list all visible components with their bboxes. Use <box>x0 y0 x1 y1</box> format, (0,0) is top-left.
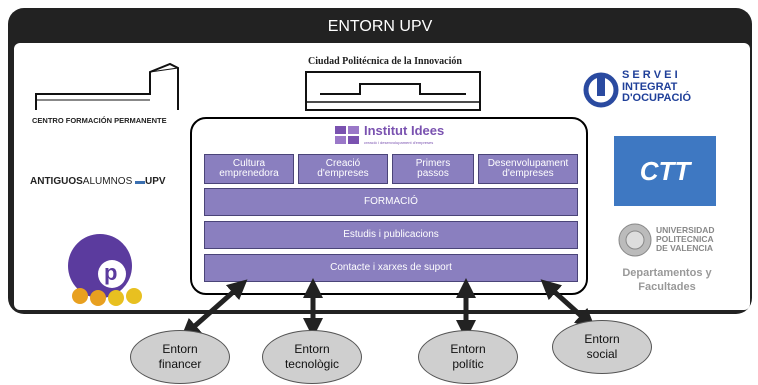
centro-label: CENTRO FORMACIÓN PERMANENTE <box>32 116 167 125</box>
row-contacte: Contacte i xarxes de suport <box>204 254 578 282</box>
institut-word-1: Institut <box>364 123 408 138</box>
univ-line-1: UNIVERSIDAD <box>656 225 715 235</box>
puzzle-icon <box>335 126 359 144</box>
institut-title: Institut Idees <box>364 123 444 138</box>
ellipse-line: tecnològic <box>284 357 340 371</box>
antiguos-logo: ANTIGUOSALUMNOS ▬UPV <box>30 176 166 187</box>
servei-label: S E R V E I INTEGRAT D'OCUPACIÓ <box>622 69 692 105</box>
university-label: UNIVERSIDAD POLITECNICA DE VALENCIA <box>656 226 715 253</box>
row-estudis: Estudis i publicacions <box>204 221 578 249</box>
ellipse-line: Entorn <box>162 342 198 356</box>
institut-subtitle: creació i desenvolupament d'empreses <box>364 140 434 145</box>
area-line: d'empreses <box>317 168 369 179</box>
deps-line-2: Facultades <box>638 281 696 294</box>
area-line: passos <box>417 168 449 179</box>
ctt-logo: CTT <box>614 136 716 206</box>
ellipse-line: social <box>586 347 618 361</box>
institut-word-2: Idees <box>410 123 445 138</box>
ctt-text: CTT <box>639 155 691 186</box>
area-line: Desenvolupament <box>487 157 569 169</box>
antiguos-text-b: ALUMNOS <box>82 176 133 187</box>
servei-line-1: S E R V E I <box>622 69 678 81</box>
ciudad-building-icon <box>305 71 481 111</box>
servei-line-2: INTEGRAT <box>622 80 678 93</box>
area-line: Cultura <box>232 157 266 169</box>
area-line: emprenedora <box>219 168 279 179</box>
frame-title: ENTORN UPV <box>327 18 433 35</box>
departamentos-label: Departamentos y Facultades <box>612 266 722 295</box>
upo-circles-icon: p <box>68 234 142 306</box>
upv-flag-icon: ▬ <box>135 176 146 187</box>
deps-line-1: Departamentos y <box>622 267 712 279</box>
arrow-financer <box>180 279 248 339</box>
area-line: d'empreses <box>502 168 554 179</box>
univ-line-3: DE VALENCIA <box>656 242 713 253</box>
servei-icon <box>583 72 619 108</box>
antiguos-text-c: UPV <box>145 176 166 187</box>
antiguos-text-a: ANTIGUOS <box>30 176 83 187</box>
arrow-social <box>540 279 596 329</box>
area-line: Creació <box>325 157 361 169</box>
area-line: Primers <box>415 157 451 169</box>
ciudad-label: Ciudad Politécnica de la Innovación <box>308 56 462 67</box>
university-seal-icon <box>618 223 652 257</box>
ellipse-line: Entorn <box>584 332 620 346</box>
servei-line-3: D'OCUPACIÓ <box>622 92 692 105</box>
row-formacio: FORMACIÓ <box>204 188 578 216</box>
ellipse-line: Entorn <box>450 342 486 356</box>
centro-building-icon <box>35 62 179 110</box>
univ-line-2: POLITECNICA <box>656 233 714 244</box>
ellipse-line: financer <box>158 357 202 371</box>
svg-text:p: p <box>104 260 117 285</box>
ellipse-line: Entorn <box>294 342 330 356</box>
ellipse-line: polític <box>452 357 484 371</box>
